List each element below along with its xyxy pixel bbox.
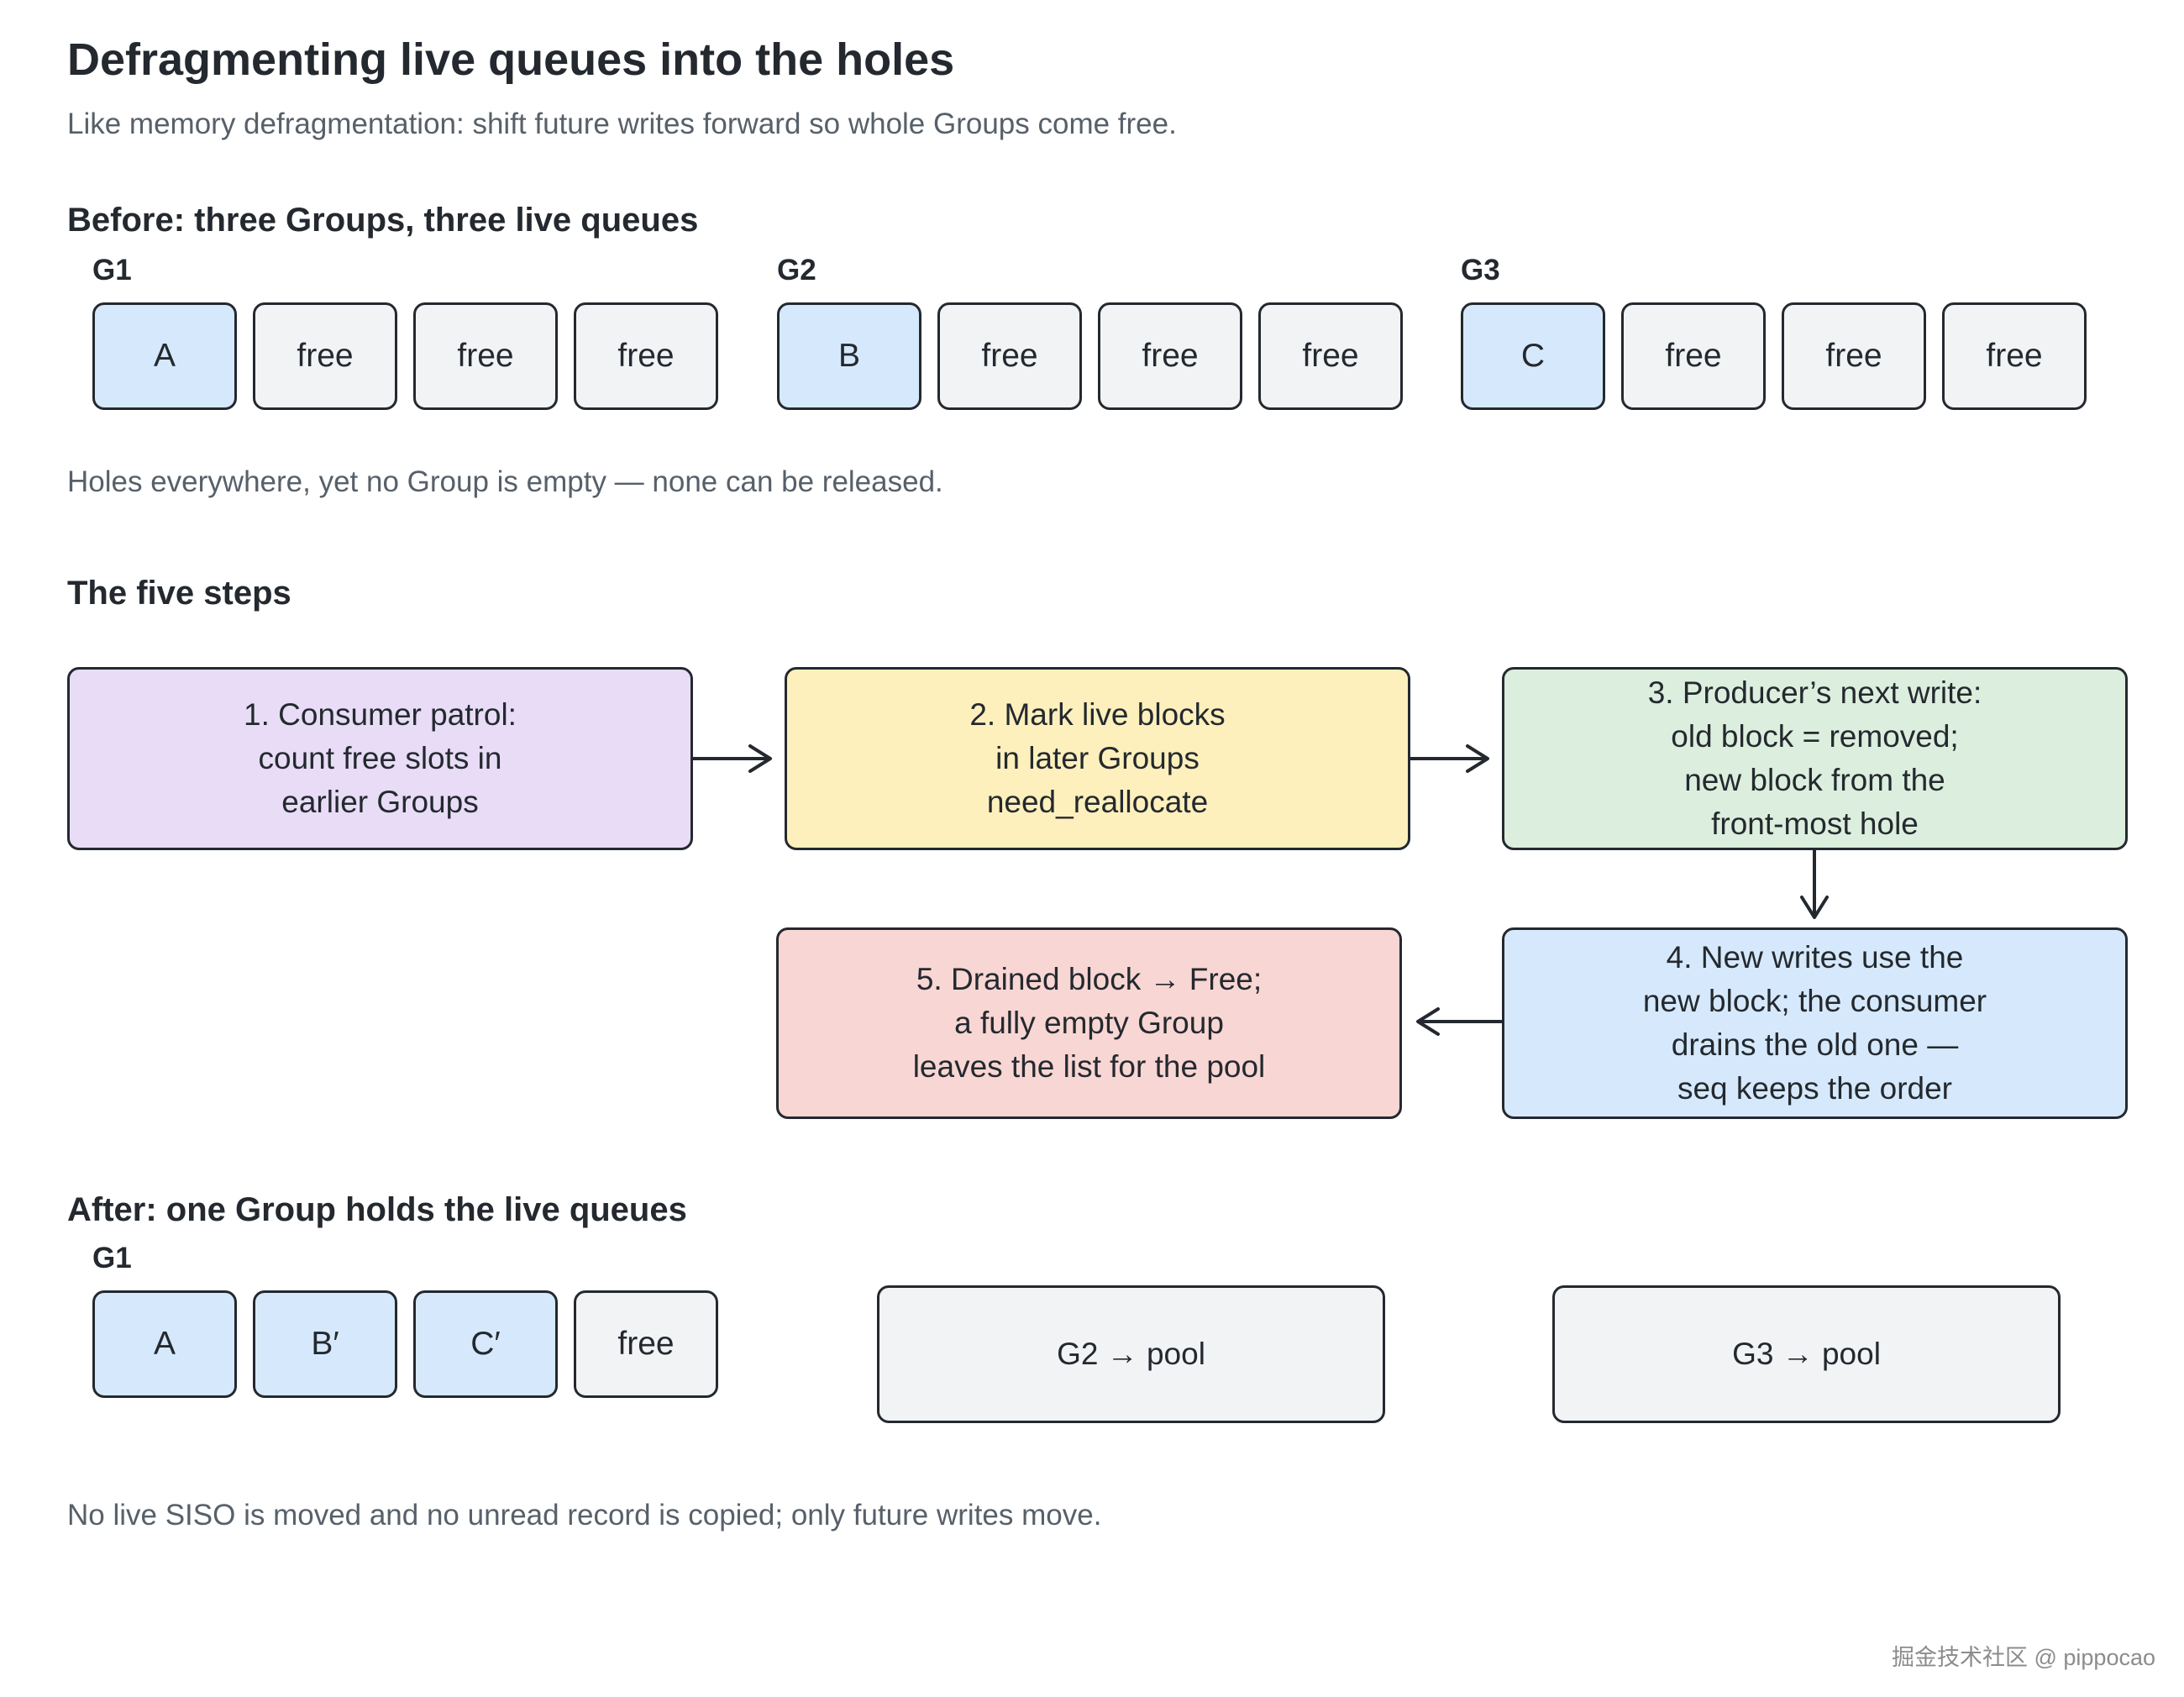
after-heading: After: one Group holds the live queues (67, 1191, 687, 1228)
step-3-box: 3. Producer’s next write: old block = re… (1502, 667, 2128, 850)
before-slot-g1-3: free (413, 302, 558, 410)
before-slot-g3-2: free (1621, 302, 1766, 410)
arrow-step2-to-step3 (1409, 744, 1489, 773)
pool-box-g3-label: G3 → pool (1732, 1337, 1881, 1371)
step-1-box: 1. Consumer patrol: count free slots in … (67, 667, 693, 850)
step-4-line-2: new block; the consumer (1642, 984, 1987, 1018)
step-1-line-3: earlier Groups (281, 785, 479, 819)
after-group-label-g1: G1 (92, 1242, 132, 1274)
watermark: 掘金技术社区 @ pippocao (1891, 1645, 2155, 1670)
arrow-step4-to-step5 (1416, 1007, 1504, 1036)
before-slot-g3-3: free (1782, 302, 1926, 410)
before-group-label-g2: G2 (777, 254, 816, 286)
before-slot-g2-4: free (1258, 302, 1403, 410)
step-4-line-4: seq keeps the order (1677, 1071, 1953, 1106)
step-5-line-2: a fully empty Group (954, 1006, 1224, 1040)
after-slot-1: A (92, 1290, 237, 1398)
before-slot-g1-1: A (92, 302, 237, 410)
before-slot-g1-2: free (253, 302, 397, 410)
step-2-line-2: in later Groups (995, 741, 1200, 775)
arrow-step1-to-step2 (691, 744, 772, 773)
before-slot-g3-4: free (1942, 302, 2087, 410)
before-group-label-g3: G3 (1461, 254, 1500, 286)
step-2-line-1: 2. Mark live blocks (969, 697, 1226, 732)
step-4-box: 4. New writes use the new block; the con… (1502, 927, 2128, 1119)
step-5-box: 5. Drained block → Free; a fully empty G… (776, 927, 1402, 1119)
before-slot-g1-4: free (574, 302, 718, 410)
step-4-line-1: 4. New writes use the (1666, 940, 1964, 975)
step-2-box: 2. Mark live blocks in later Groups need… (785, 667, 1410, 850)
steps-heading: The five steps (67, 575, 291, 612)
before-group-label-g1: G1 (92, 254, 132, 286)
before-note: Holes everywhere, yet no Group is empty … (67, 465, 943, 498)
after-slot-3: C′ (413, 1290, 558, 1398)
step-3-line-1: 3. Producer’s next write: (1647, 675, 1982, 710)
arrow-step3-to-step4 (1800, 848, 1829, 919)
step-4-line-3: drains the old one — (1671, 1027, 1959, 1062)
after-slot-2: B′ (253, 1290, 397, 1398)
step-1-line-1: 1. Consumer patrol: (244, 697, 517, 732)
step-3-line-2: old block = removed; (1671, 719, 1959, 754)
before-slot-g2-2: free (937, 302, 1082, 410)
step-5-line-1: 5. Drained block → Free; (916, 962, 1263, 996)
step-3-line-3: new block from the (1684, 763, 1945, 797)
before-heading: Before: three Groups, three live queues (67, 202, 699, 239)
before-slot-g3-1: C (1461, 302, 1605, 410)
step-1-line-2: count free slots in (258, 741, 502, 775)
pool-box-g2: G2 → pool (877, 1285, 1385, 1423)
page-title: Defragmenting live queues into the holes (67, 34, 955, 85)
page-subtitle: Like memory defragmentation: shift futur… (67, 108, 1177, 140)
pool-box-g3: G3 → pool (1552, 1285, 2061, 1423)
step-5-line-3: leaves the list for the pool (912, 1049, 1266, 1084)
after-note: No live SISO is moved and no unread reco… (67, 1499, 1102, 1532)
before-slot-g2-1: B (777, 302, 921, 410)
step-2-line-3: need_reallocate (986, 785, 1209, 819)
after-slot-4: free (574, 1290, 718, 1398)
before-slot-g2-3: free (1098, 302, 1242, 410)
pool-box-g2-label: G2 → pool (1057, 1337, 1205, 1371)
step-3-line-4: front-most hole (1711, 806, 1919, 841)
